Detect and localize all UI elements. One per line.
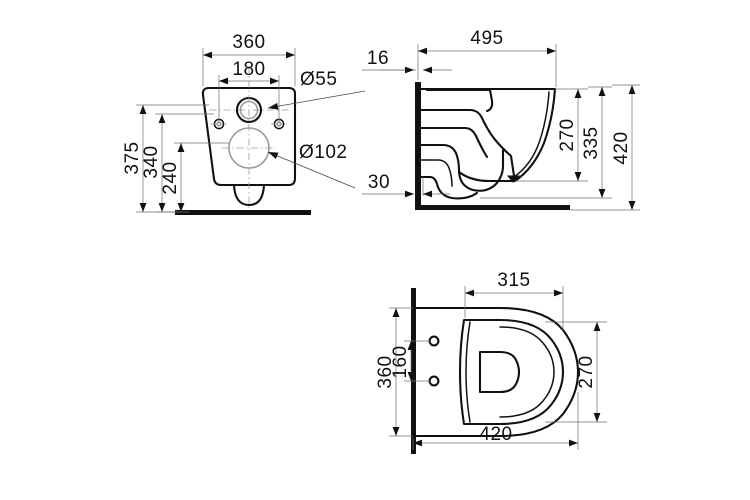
plan-270-label: 270 <box>576 355 597 388</box>
front-pan-outline <box>201 86 297 187</box>
side-wall-bar <box>415 82 421 210</box>
front-340-label: 340 <box>141 145 162 178</box>
front-360-label: 360 <box>232 32 265 53</box>
side-trap-curve <box>419 143 505 192</box>
side-floor-line <box>415 205 570 210</box>
plan-420-label: 420 <box>479 424 512 445</box>
plan-wall-bar <box>411 288 416 454</box>
plan-rim-inner-right <box>499 326 555 418</box>
side-bowl-outer-top <box>419 87 557 183</box>
plan-160-label: 160 <box>390 345 411 378</box>
side-420-label: 420 <box>611 131 632 164</box>
side-section-view: 495 16 30 270 335 420 <box>362 28 640 211</box>
side-trap-inner <box>420 159 453 187</box>
side-30-label: 30 <box>368 172 390 193</box>
side-trap-outer-bottom <box>419 175 479 200</box>
side-basin-mid <box>419 126 489 159</box>
side-bowl-notch <box>506 175 521 183</box>
plan-bowl-outer <box>411 306 580 438</box>
side-16-label: 16 <box>367 48 389 69</box>
front-180-label: 180 <box>232 59 265 80</box>
front-elevation-view: 360 180 375 340 240 Ø55 Ø102 <box>122 32 366 215</box>
side-270-label: 270 <box>557 118 578 151</box>
front-240-label: 240 <box>160 161 181 194</box>
plan-rim-inner-left <box>465 321 471 423</box>
plan-view: 315 420 360 160 270 <box>375 270 607 454</box>
front-floor-line <box>175 210 311 215</box>
front-d102-leader <box>267 151 356 189</box>
side-335-label: 335 <box>581 126 602 159</box>
front-d55-leader <box>267 90 366 110</box>
side-bowl-inner-right <box>513 91 550 178</box>
side-basin-upper-curve <box>419 108 516 178</box>
plan-360-label: 360 <box>375 355 396 388</box>
side-495-label: 495 <box>470 28 503 49</box>
front-d55-label: Ø55 <box>300 69 337 90</box>
plan-outlet-opening <box>478 350 521 394</box>
front-d102-label: Ø102 <box>299 142 347 163</box>
front-outlet-bulge <box>232 183 266 207</box>
front-375-label: 375 <box>122 141 143 174</box>
plan-seat-outline <box>458 318 565 426</box>
plan-315-label: 315 <box>497 270 530 291</box>
side-rim-upper <box>425 88 494 113</box>
